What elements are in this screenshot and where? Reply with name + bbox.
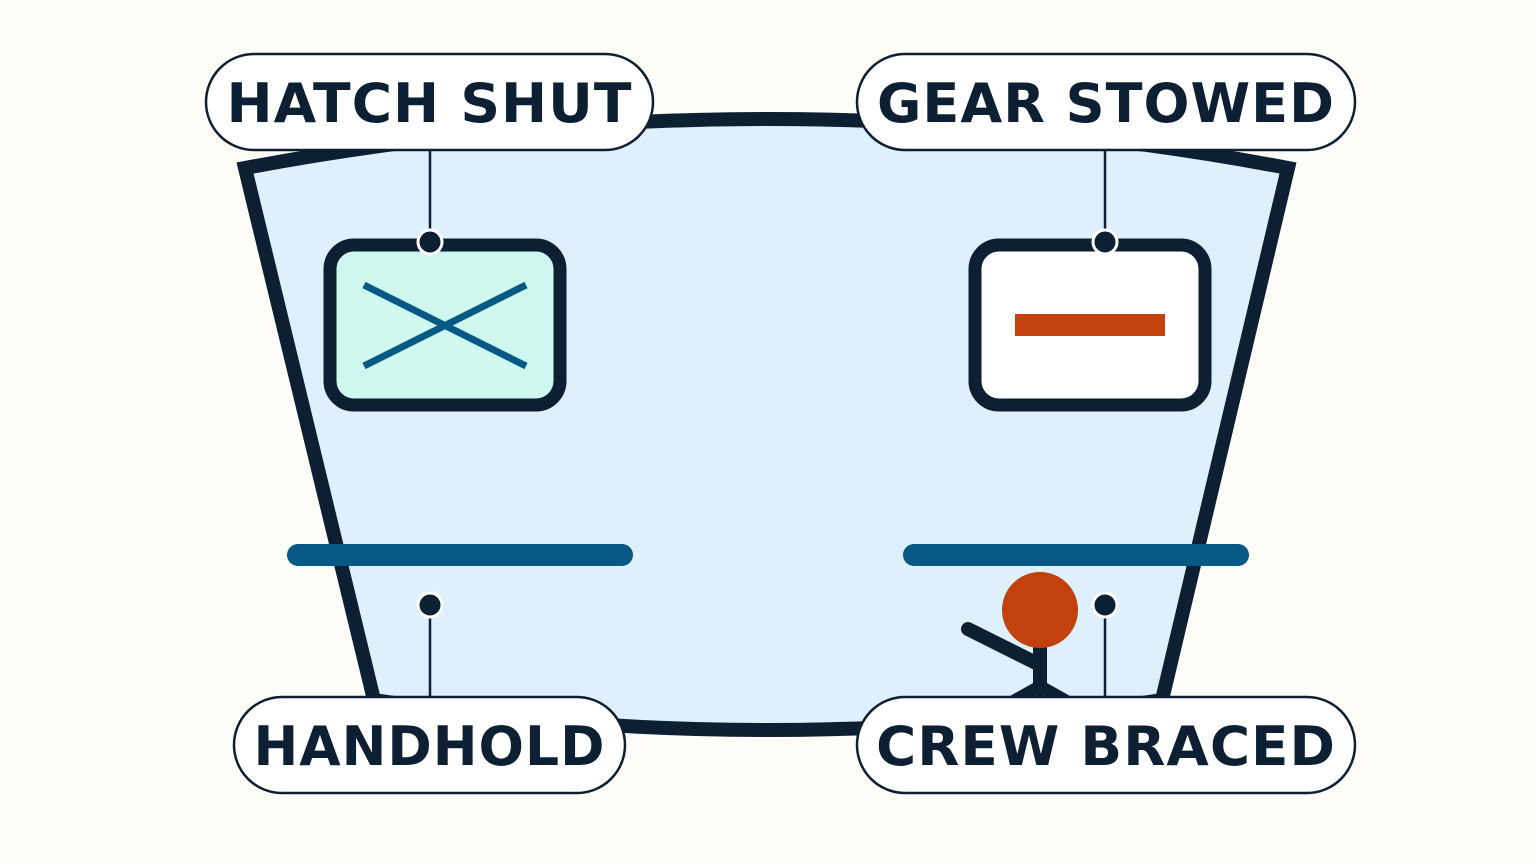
cabin-hull (236, 112, 1297, 737)
dot-crew (1091, 591, 1119, 619)
leader-lines (428, 150, 1107, 697)
dot-hatch (416, 228, 444, 256)
gear-panel (968, 238, 1212, 412)
label-handhold: HANDHOLD (254, 715, 606, 778)
callout-crew-braced: CREW BRACED (855, 695, 1357, 795)
callout-hatch-shut: HATCH SHUT (204, 52, 655, 152)
leader-dots (416, 228, 1119, 619)
callout-gear-stowed: GEAR STOWED (855, 52, 1357, 152)
dot-gear (1091, 228, 1119, 256)
callout-handhold: HANDHOLD (232, 695, 627, 795)
label-gear-stowed: GEAR STOWED (877, 72, 1335, 135)
label-crew-braced: CREW BRACED (876, 715, 1336, 778)
minus-bar-icon (1015, 314, 1165, 336)
label-hatch-shut: HATCH SHUT (227, 72, 633, 135)
x-mark-icon (362, 281, 528, 370)
hatch-window (323, 238, 567, 412)
dot-handhold (416, 591, 444, 619)
